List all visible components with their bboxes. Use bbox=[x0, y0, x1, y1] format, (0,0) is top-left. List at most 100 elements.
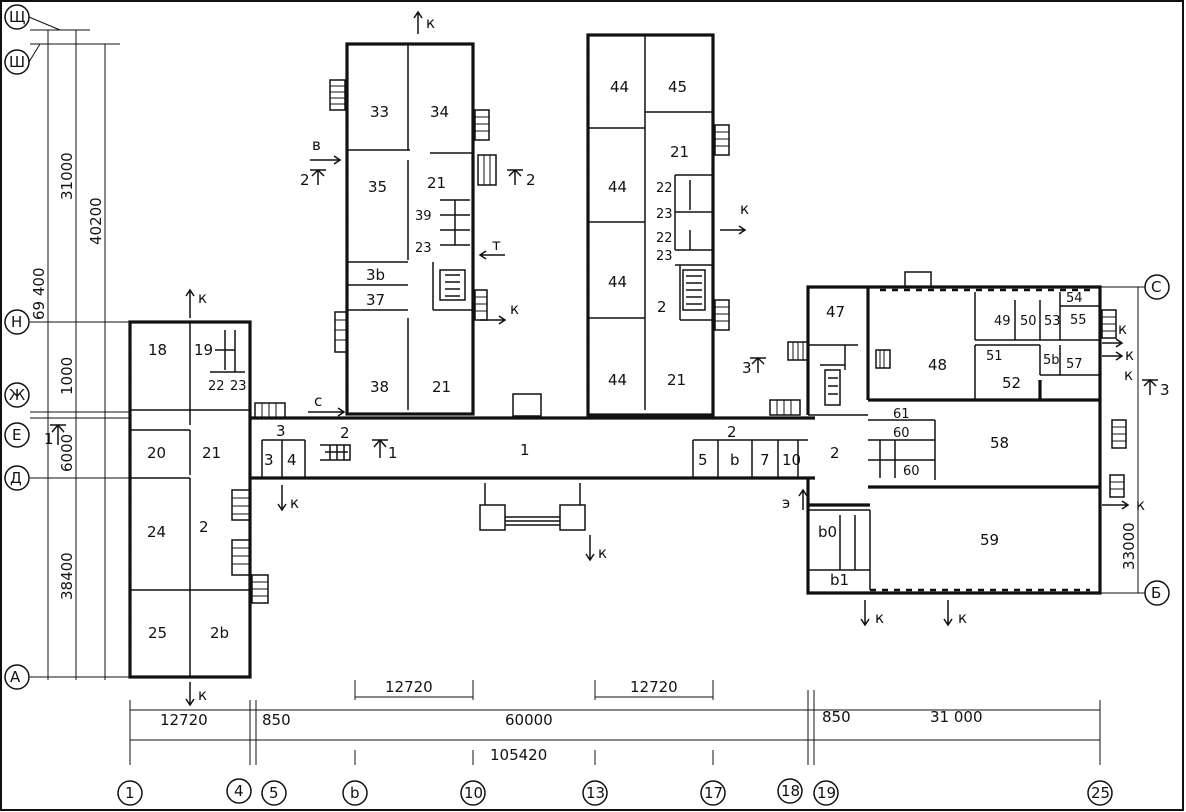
axis-row-label: Е bbox=[12, 426, 21, 444]
room-60: 60 bbox=[903, 464, 920, 479]
room-23: 23 bbox=[230, 379, 247, 394]
axis-col-label: 13 bbox=[586, 784, 605, 802]
room-23: 23 bbox=[656, 249, 673, 264]
room-26: 2b bbox=[210, 624, 229, 642]
room-49: 49 bbox=[994, 314, 1011, 329]
room-21: 21 bbox=[202, 444, 221, 462]
exit-label: к bbox=[290, 494, 299, 512]
view-mark-e: э bbox=[782, 494, 790, 512]
room-33: 33 bbox=[370, 103, 389, 121]
room-2: 2 bbox=[199, 518, 209, 536]
axis-col-label: 10 bbox=[464, 784, 483, 802]
room-20: 20 bbox=[147, 444, 166, 462]
dimension-1000: 1000 bbox=[58, 357, 76, 395]
row-axis-markers: Щ Ш Н Ж Е Д А С Б bbox=[4, 4, 1170, 690]
room-60: 60 bbox=[893, 426, 910, 441]
section-label: 2 bbox=[300, 171, 310, 189]
room-56: 5b bbox=[1043, 353, 1060, 368]
room-21: 21 bbox=[427, 174, 446, 192]
room-61: 61 bbox=[893, 407, 910, 422]
exit-label: к bbox=[740, 200, 749, 218]
exit-label: к bbox=[958, 609, 967, 627]
room-44: 44 bbox=[608, 273, 627, 291]
room-47: 47 bbox=[826, 303, 845, 321]
exit-label: к bbox=[510, 300, 519, 318]
room-2: 2 bbox=[340, 424, 350, 442]
room-58: 58 bbox=[990, 434, 1009, 452]
dimension-31000: 31 000 bbox=[930, 708, 983, 726]
dimension-33000: 33000 bbox=[1120, 522, 1138, 570]
room-5: 5 bbox=[698, 451, 708, 469]
exit-label: к bbox=[1118, 320, 1127, 338]
building-walls bbox=[128, 33, 1102, 679]
room-52: 52 bbox=[1002, 374, 1021, 392]
room-36: 3b bbox=[366, 266, 385, 284]
room-44: 44 bbox=[608, 178, 627, 196]
dimension-12720: 12720 bbox=[160, 711, 208, 729]
dimension-850: 850 bbox=[822, 708, 851, 726]
dimension-38400: 38400 bbox=[58, 552, 76, 600]
exit-label: к bbox=[875, 609, 884, 627]
dimension-69400: 69 400 bbox=[30, 268, 48, 321]
room-57: 57 bbox=[1066, 357, 1083, 372]
exit-arrows bbox=[185, 10, 1130, 707]
mark-letters: к к к к к к к к к к к к к в с т э 1 1 2 … bbox=[44, 14, 1170, 704]
exit-label: к bbox=[426, 14, 435, 32]
axis-col-label: 25 bbox=[1091, 784, 1110, 802]
room-35: 35 bbox=[368, 178, 387, 196]
room-19: 19 bbox=[194, 341, 213, 359]
axis-row-label: С bbox=[1151, 278, 1161, 296]
room-44: 44 bbox=[608, 371, 627, 389]
room-3: 3 bbox=[264, 451, 274, 469]
section-marks bbox=[50, 168, 1158, 458]
axis-col-label: 1 bbox=[125, 784, 135, 802]
dimension-values: 69 400 31000 40200 1000 6000 38400 33000… bbox=[30, 152, 1138, 764]
room-59: 59 bbox=[980, 531, 999, 549]
axis-col-label: b bbox=[350, 784, 360, 802]
room-22: 22 bbox=[208, 379, 225, 394]
axis-col-label: 17 bbox=[704, 784, 723, 802]
dimension-31000: 31000 bbox=[58, 152, 76, 200]
dimension-6000: 6000 bbox=[58, 434, 76, 472]
room-1: 1 bbox=[520, 441, 530, 459]
room-54: 54 bbox=[1066, 291, 1083, 306]
room-60: b0 bbox=[818, 523, 837, 541]
room-2: 2 bbox=[727, 423, 737, 441]
axis-row-label: Б bbox=[1151, 584, 1161, 602]
axis-row-label: Д bbox=[10, 469, 22, 487]
exit-label: к bbox=[1136, 496, 1145, 514]
dimension-105420: 105420 bbox=[490, 746, 547, 764]
section-label: 1 bbox=[44, 430, 54, 448]
axis-row-label: Щ bbox=[9, 8, 25, 26]
axis-row-label: Ш bbox=[9, 53, 25, 71]
room-22: 22 bbox=[656, 231, 673, 246]
axis-col-label: 19 bbox=[817, 784, 836, 802]
axis-row-label: Ж bbox=[9, 386, 25, 404]
exit-label: к bbox=[1124, 366, 1133, 384]
room-labels: 1 2 2 2 2 2 3 3 4 5 b 7 10 18 19 20 21 2… bbox=[147, 78, 1087, 642]
room-34: 34 bbox=[430, 103, 449, 121]
room-44: 44 bbox=[610, 78, 629, 96]
room-10: 10 bbox=[782, 451, 801, 469]
room-37: 37 bbox=[366, 291, 385, 309]
section-label: 2 bbox=[526, 171, 536, 189]
room-21: 21 bbox=[667, 371, 686, 389]
room-24: 24 bbox=[147, 523, 166, 541]
axis-col-label: 18 bbox=[781, 782, 800, 800]
room-53: 53 bbox=[1044, 314, 1061, 329]
room-7: 7 bbox=[760, 451, 770, 469]
room-4: 4 bbox=[287, 451, 297, 469]
room-51: 51 bbox=[986, 349, 1003, 364]
dimension-12720: 12720 bbox=[630, 678, 678, 696]
stairs-and-entrances bbox=[231, 79, 1127, 604]
room-55: 55 bbox=[1070, 313, 1087, 328]
room-2: 2 bbox=[830, 444, 840, 462]
column-axis-markers: 1 4 5 b 10 13 17 18 19 25 bbox=[117, 778, 1113, 806]
section-label: 1 bbox=[388, 444, 398, 462]
room-61: b1 bbox=[830, 571, 849, 589]
room-21: 21 bbox=[670, 143, 689, 161]
dimension-850: 850 bbox=[262, 711, 291, 729]
axis-col-label: 4 bbox=[234, 782, 244, 800]
dimension-lines bbox=[30, 29, 1139, 765]
